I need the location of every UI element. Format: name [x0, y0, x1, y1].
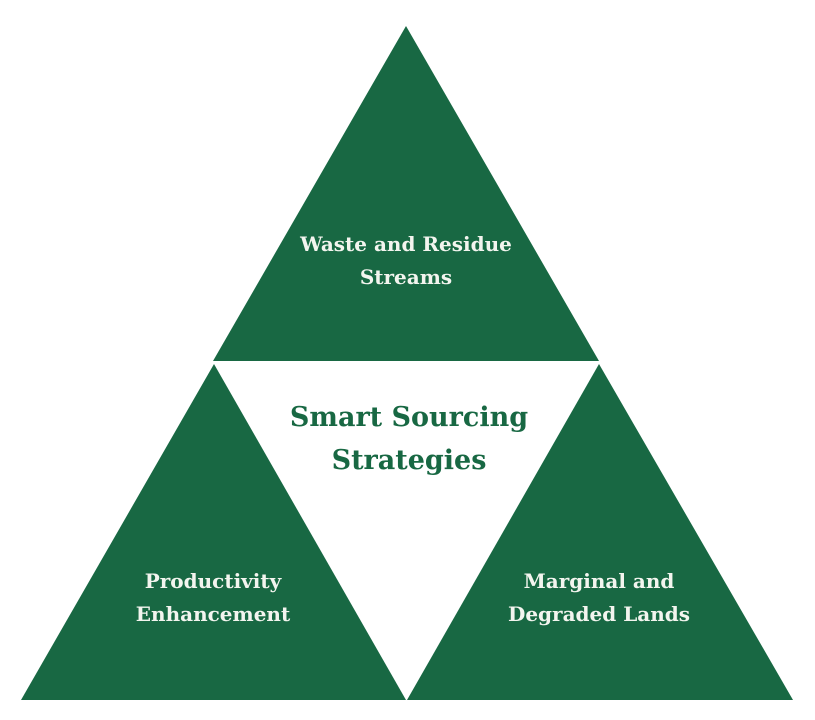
triangle-bottom-left: [21, 364, 406, 700]
label-productivity-enhancement: Productivity Enhancement: [136, 565, 290, 631]
label-line-1: Productivity: [144, 569, 282, 593]
center-title-line-1: Smart Sourcing: [289, 402, 529, 433]
triangle-bottom-right: [407, 364, 793, 700]
label-waste-and-residue-streams: Waste and Residue Streams: [300, 228, 512, 294]
label-line-2: Degraded Lands: [507, 602, 691, 626]
triangle-top: [213, 26, 599, 361]
center-title: Smart Sourcing Strategies: [290, 396, 528, 482]
label-line-1: Marginal and: [523, 569, 675, 593]
label-line-2: Streams: [359, 265, 453, 289]
label-marginal-and-degraded-lands: Marginal and Degraded Lands: [508, 565, 690, 631]
label-line-2: Enhancement: [135, 602, 291, 626]
center-title-line-2: Strategies: [331, 445, 487, 476]
label-line-1: Waste and Residue: [300, 232, 512, 256]
